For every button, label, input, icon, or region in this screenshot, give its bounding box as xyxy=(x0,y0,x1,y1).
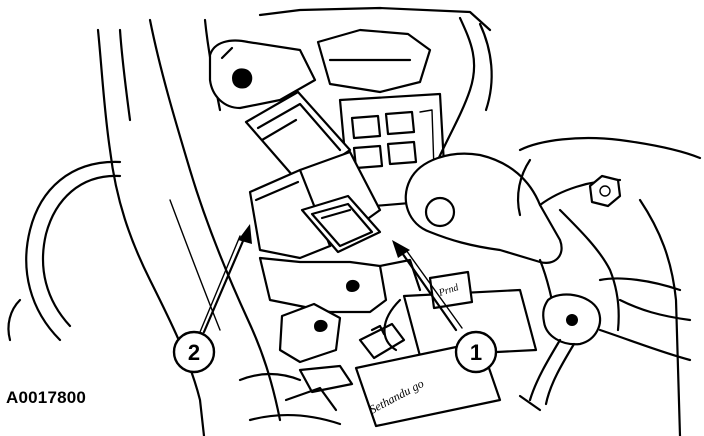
pedal-rod-assembly xyxy=(518,258,692,412)
callout-2: 2 xyxy=(172,330,216,374)
callout-2-label: 2 xyxy=(188,340,200,365)
leader-arrows xyxy=(199,224,463,334)
switch-sensor xyxy=(244,90,382,260)
callout-1: 1 xyxy=(454,330,498,374)
pedal-bracket xyxy=(404,152,622,264)
callout-1-label: 1 xyxy=(470,340,482,365)
right-bracket xyxy=(516,136,702,436)
top-structure xyxy=(258,6,493,182)
lower-connectors xyxy=(238,302,406,426)
mounting-plate xyxy=(258,256,422,314)
upper-bracket xyxy=(208,39,317,110)
bolt-head-icon xyxy=(588,174,622,208)
wire-loop xyxy=(7,160,122,342)
figure-id: A0017800 xyxy=(6,388,87,407)
